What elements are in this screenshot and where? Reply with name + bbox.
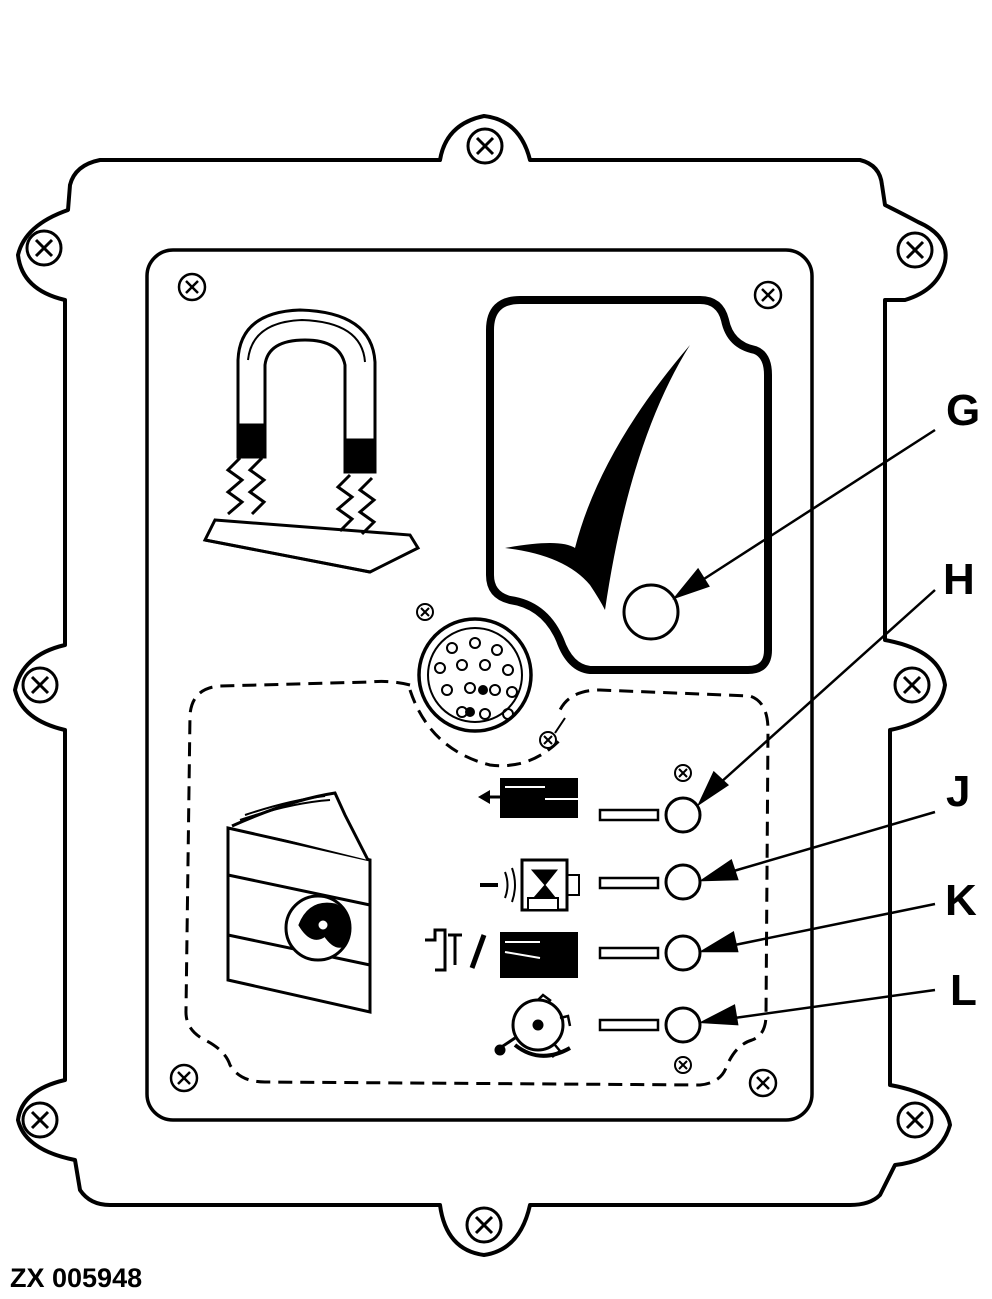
screw-icon — [539, 731, 557, 749]
led-bar-j — [598, 876, 660, 890]
screw-icon — [896, 231, 934, 269]
diagnostic-area-border — [184, 679, 770, 1087]
speed-sensor-icon — [494, 993, 572, 1058]
connector-socket — [416, 603, 566, 749]
switch-warning-icon — [425, 928, 578, 978]
housing-screws — [21, 127, 934, 1244]
injector-warning-icon — [478, 778, 578, 818]
screw-icon — [177, 272, 207, 302]
manual-book-icon — [226, 791, 372, 1014]
led-bar-h — [598, 808, 660, 822]
callout-h: H — [943, 555, 975, 604]
plate-screws — [169, 272, 783, 1098]
led-j — [664, 863, 702, 901]
screw-icon — [416, 603, 434, 621]
screw-icon — [21, 666, 59, 704]
callout-k: K — [945, 876, 977, 925]
callout-j: J — [946, 767, 970, 816]
screw-icon — [748, 1068, 778, 1098]
housing-outline — [13, 114, 952, 1257]
screw-icon — [25, 229, 63, 267]
status-window — [486, 296, 772, 674]
magnet-icon — [202, 308, 421, 574]
screw-icon — [21, 1101, 59, 1139]
callout-l: L — [950, 966, 977, 1015]
sensor-warning-icon — [480, 858, 580, 912]
led-g — [622, 583, 680, 641]
inner-plate — [145, 248, 814, 1122]
led-k — [664, 934, 702, 972]
screw-icon — [466, 127, 504, 165]
screw-icon — [896, 1101, 934, 1139]
check-mark-icon — [505, 345, 690, 610]
led-h — [664, 796, 702, 834]
screw-icon — [674, 764, 692, 782]
screw-icon — [674, 1056, 692, 1074]
figure-id: ZX 005948 — [10, 1263, 142, 1293]
led-l — [664, 1006, 702, 1044]
led-bar-l — [598, 1018, 660, 1032]
led-bar-k — [598, 946, 660, 960]
leader-lines — [672, 428, 936, 1026]
screw-icon — [465, 1206, 503, 1244]
screw-icon — [169, 1063, 199, 1093]
callout-g: G — [946, 386, 980, 435]
screw-icon — [893, 666, 931, 704]
screw-icon — [753, 280, 783, 310]
